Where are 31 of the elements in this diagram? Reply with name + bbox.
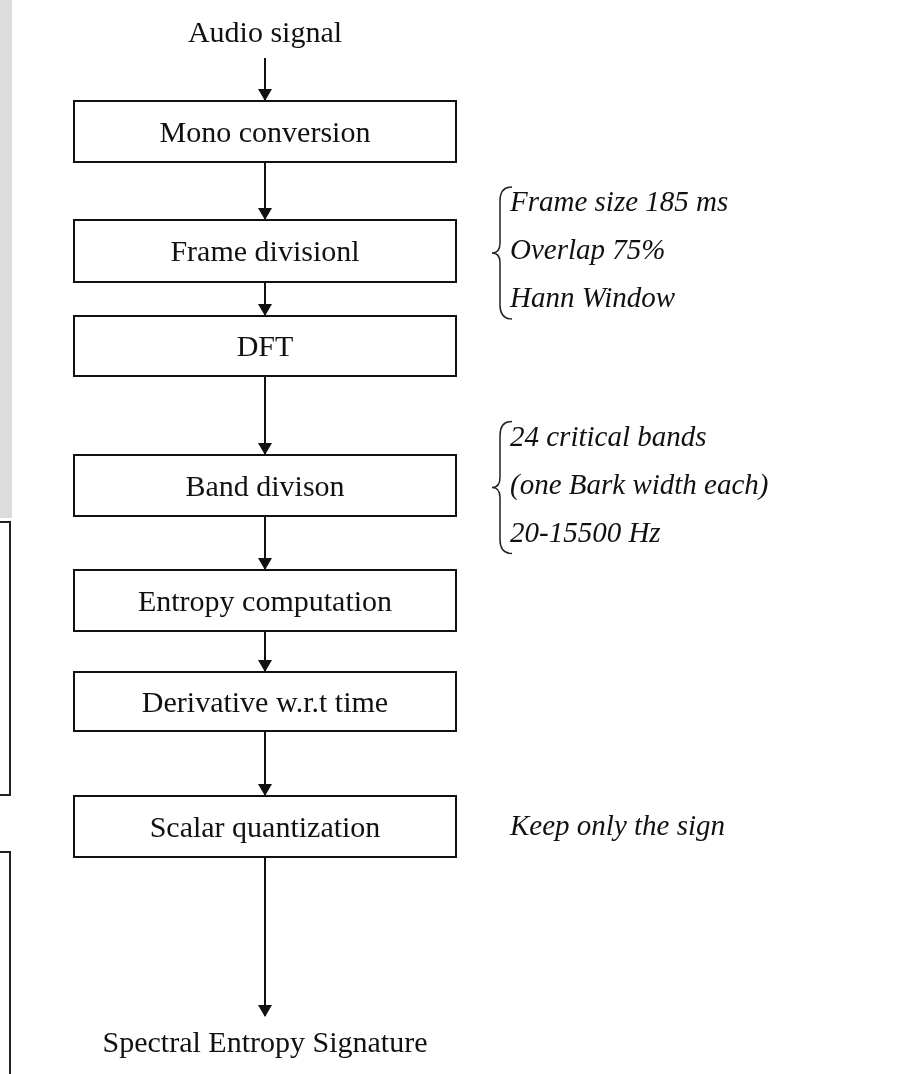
step-label: Derivative w.r.t time xyxy=(141,684,389,719)
arrow xyxy=(258,731,272,796)
arrow xyxy=(258,631,272,672)
process-box xyxy=(73,454,457,517)
process-box xyxy=(73,100,457,163)
annotation-text: Keep only the sign xyxy=(510,808,726,842)
arrow xyxy=(258,376,272,455)
process-box xyxy=(73,315,457,377)
step-label: DFT xyxy=(236,329,294,363)
step-label: Entropy computation xyxy=(137,583,393,618)
flow-label: Audio signal xyxy=(187,15,343,49)
process-box xyxy=(73,569,457,632)
arrow xyxy=(258,282,272,316)
annotation-text: Hann Window xyxy=(510,281,676,314)
process-box xyxy=(73,795,457,858)
process-box xyxy=(73,219,457,283)
step-label: Frame divisionl xyxy=(170,234,360,268)
step-label: Band divison xyxy=(185,468,345,503)
arrow xyxy=(258,516,272,570)
annotation-text: 20-15500 Hz xyxy=(510,515,661,549)
arrow xyxy=(258,857,272,1017)
annotation-text: (one Bark width each) xyxy=(510,467,769,501)
arrow xyxy=(258,162,272,220)
step-label: Mono conversion xyxy=(159,114,371,149)
annotation-text: Overlap 75% xyxy=(510,233,666,266)
annotation-text: 24 critical bands xyxy=(510,419,707,453)
process-box xyxy=(73,671,457,732)
flow-label: Spectral Entropy Signature xyxy=(102,1025,428,1059)
arrow xyxy=(258,57,272,101)
step-label: Scalar quantization xyxy=(149,809,381,844)
annotation-text: Frame size 185 ms xyxy=(510,185,729,218)
